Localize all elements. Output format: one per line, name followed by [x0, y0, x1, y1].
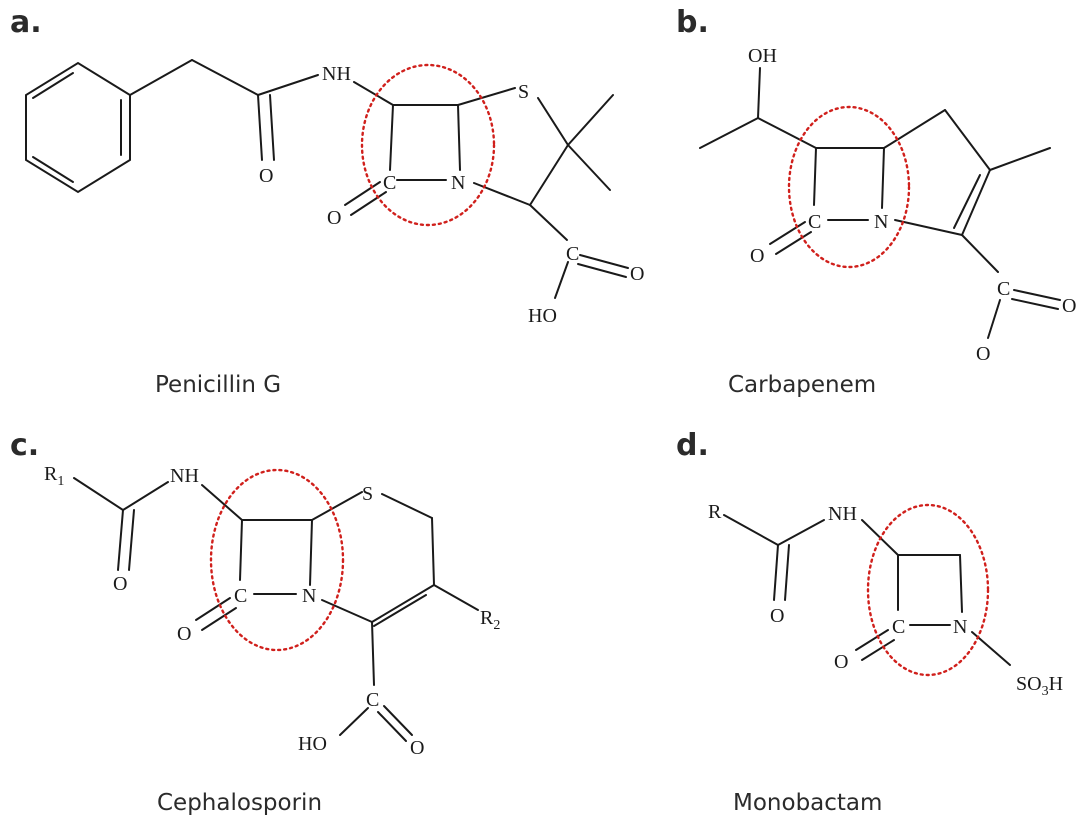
atom-o-lactam: O [750, 245, 764, 267]
atom-s: S [518, 81, 529, 103]
beta-lactam-highlight-a [360, 63, 496, 227]
atom-o-acid: O [630, 263, 644, 285]
atom-n: N [874, 211, 888, 233]
atom-o-amide: O [259, 165, 273, 187]
atom-o-lactam: O [177, 623, 191, 645]
panel-c: c. [10, 428, 500, 816]
panel-d-bonds [723, 514, 1011, 666]
panel-c-letter: c. [10, 428, 39, 463]
atom-n: N [451, 172, 465, 194]
atom-r2: R2 [480, 607, 500, 633]
panel-b-letter: b. [676, 5, 709, 40]
atom-r1: R1 [44, 463, 64, 489]
panel-a-atoms: NH O C N O S C O HO [259, 63, 644, 327]
beta-lactam-highlight-c [209, 468, 345, 652]
panel-b: b. OH [676, 5, 1076, 398]
atom-nh: NH [322, 63, 351, 85]
atom-oh: OH [748, 45, 777, 67]
panel-c-atoms: R1 NH O S C N O R2 C HO O [44, 463, 500, 759]
atom-n: N [302, 585, 316, 607]
atom-o-amide: O [113, 573, 127, 595]
atom-nh: NH [828, 503, 857, 525]
beta-lactam-highlight-d [866, 503, 990, 677]
atom-c-lactam: C [808, 211, 821, 233]
caption-monobactam: Monobactam [733, 790, 882, 816]
atom-c-lactam: C [234, 585, 247, 607]
panel-d-atoms: R NH O C N O SO3H [708, 501, 1063, 699]
atom-o-acid: O [410, 737, 424, 759]
atom-ho: HO [528, 305, 557, 327]
atom-ho: HO [298, 733, 327, 755]
benzene-ring [25, 61, 131, 194]
atom-n: N [953, 616, 967, 638]
atom-o-acid-2: O [976, 343, 990, 365]
caption-carbapenem: Carbapenem [728, 372, 876, 398]
atom-o-lactam: O [834, 651, 848, 673]
caption-penicillin-g: Penicillin G [155, 372, 281, 398]
panel-a-letter: a. [10, 5, 42, 40]
atom-c-lactam: C [383, 172, 396, 194]
beta-lactam-highlight-b [787, 105, 911, 269]
panel-a: a. [10, 5, 644, 398]
atom-s: S [362, 483, 373, 505]
atom-o-acid-1: O [1062, 295, 1076, 317]
atom-r: R [708, 501, 722, 523]
panel-a-bonds [25, 59, 629, 299]
atom-c-acid: C [566, 243, 579, 265]
atom-c-lactam: C [892, 616, 905, 638]
panel-d: d. R NH O C N O SO3H Monoba [676, 428, 1063, 816]
panel-c-bonds [73, 477, 479, 742]
atom-nh: NH [170, 465, 199, 487]
atom-o-amide: O [770, 605, 784, 627]
atom-c-acid: C [366, 689, 379, 711]
atom-c-acid: C [997, 278, 1010, 300]
caption-cephalosporin: Cephalosporin [157, 790, 322, 816]
panel-b-atoms: OH C N O C O O [748, 45, 1076, 365]
panel-d-letter: d. [676, 428, 709, 463]
atom-so3h: SO3H [1016, 673, 1063, 699]
atom-o-lactam: O [327, 207, 341, 229]
panel-b-bonds [699, 67, 1061, 339]
